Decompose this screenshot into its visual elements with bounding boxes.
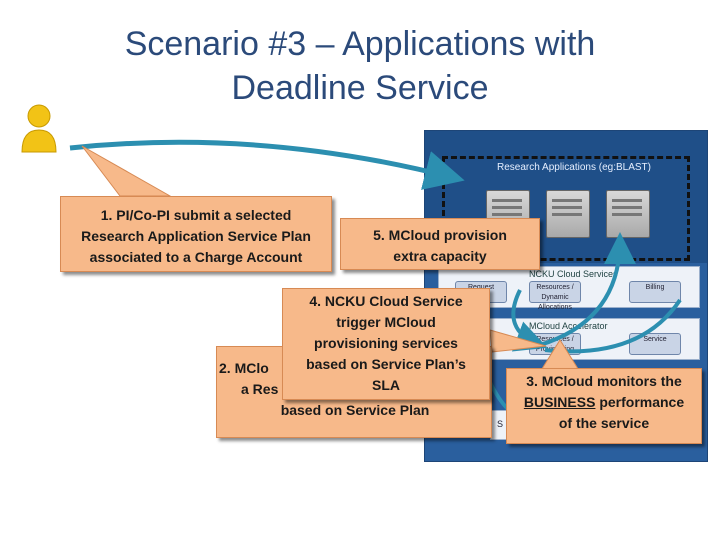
callout-line-rest: performance [595,394,685,410]
slide-title: Scenario #3 – Applications with Deadline… [80,22,640,110]
callout-line: SLA [372,377,400,393]
research-applications-label: Research Applications (eg:BLAST) [497,162,651,173]
trigger-arrow [511,289,548,352]
monitor-arrow [544,298,682,354]
callout-line: a Res [241,381,279,397]
title-line-1: Scenario #3 – Applications with [124,25,596,63]
callout-line: associated to a Charge Account [89,249,303,265]
row-title: MCloud Accelerator [529,321,608,331]
server-icon [606,190,650,238]
submit-arrow [69,139,465,190]
row-fragment-label: S [497,419,504,429]
callout-line: 1. PI/Co-PI submit a selected [100,207,292,223]
server-icon [546,190,590,238]
callout-line: trigger MCloud [336,314,436,330]
callout-line: based on Service Plan’s [306,356,466,372]
callout-step-3: 3. MCloud monitors the BUSINESS performa… [506,368,702,444]
user-icon [21,104,57,153]
callout-line: provisioning services [314,335,458,351]
business-word: BUSINESS [523,394,596,410]
provision-arrow [539,232,636,347]
callout-line: 2. MClo [219,360,269,376]
callout-step-4: 4. NCKU Cloud Service trigger MCloud pro… [282,288,490,400]
callout-line: 5. MCloud provision [373,227,507,243]
callout-line: of the service [558,415,650,431]
callout-step-5: 5. MCloud provision extra capacity [340,218,540,270]
service-chip: Billing [629,281,681,303]
title-line-2: Deadline Service [231,69,489,107]
callout-4-pointer [489,329,547,353]
callout-line: 4. NCKU Cloud Service [309,293,463,309]
callout-line: extra capacity [393,248,487,264]
callout-line: Research Application Service Plan [81,228,311,244]
ncku-cloud-services-row: NCKU Cloud Services Request Resources / … [438,266,700,311]
callout-step-1: 1. PI/Co-PI submit a selected Research A… [60,196,332,272]
service-chip: Service [629,333,681,355]
callout-line: 3. MCloud monitors the [526,373,682,389]
callout-line: BUSINESS performance [507,392,701,413]
row-title: NCKU Cloud Services [529,269,618,279]
callout-1-pointer [81,145,172,197]
callout-line: based on Service Plan [280,402,430,418]
research-applications-box [442,156,690,261]
service-chip: Resources / Dynamic Allocations [529,281,581,311]
